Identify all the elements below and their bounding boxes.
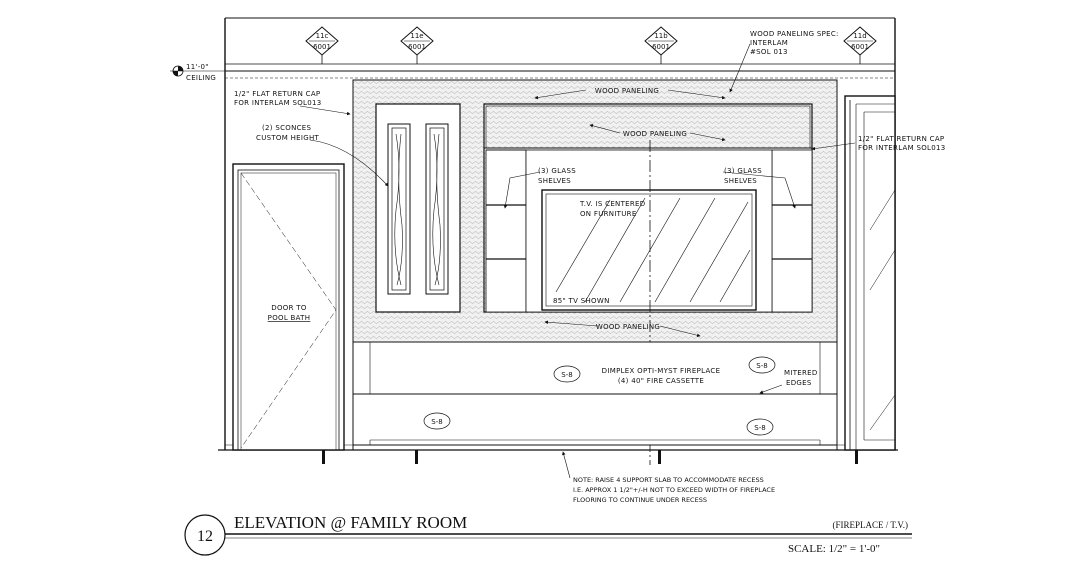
note-wood-paneling-bottom: WOOD PANELING [596,323,660,331]
marker-4-top: 11d [853,32,866,40]
ceiling-marker: 11'-0" CEILING [170,63,225,82]
note-sconces-2: CUSTOM HEIGHT [256,134,320,142]
marker-3-bottom: 6001 [652,43,670,51]
tag-s8-2: S-8 [756,362,767,370]
note-wood-spec-2: INTERLAM [750,39,788,47]
title-block: 12 ELEVATION @ FAMILY ROOM (FIREPLACE / … [184,513,912,556]
marker-4-bottom: 6001 [851,43,869,51]
note-wood-paneling-mid: WOOD PANELING [623,130,687,138]
note-sconces-1: (2) SCONCES [262,124,312,132]
leader-lines [299,43,856,479]
tag-s8-1: S-8 [561,371,572,379]
door-left [232,163,345,451]
note-glass-left-1: (3) GLASS [538,167,576,175]
note-flat-cap-left-1: 1/2" FLAT RETURN CAP [234,90,320,98]
ceiling-lines [225,63,895,79]
note-fireplace-2: (4) 40" FIRE CASSETTE [618,377,704,385]
note-recess-1: NOTE: RAISE 4 SUPPORT SLAB TO ACCOMMODAT… [573,476,764,484]
note-recess-3: FLOORING TO CONTINUE UNDER RECESS [573,496,707,504]
legs [322,450,858,464]
annotations: WOOD PANELING SPEC: INTERLAM #SOL 013 1/… [234,30,946,504]
drawing-scale: SCALE: 1/2" = 1'-0" [788,543,880,555]
sconce-panel [375,103,461,313]
section-marker-2: 11e 6001 [400,26,434,64]
note-fireplace-1: DIMPLEX OPTI-MYST FIREPLACE [602,367,721,375]
note-door-2: POOL BATH [268,314,311,322]
note-flat-cap-right-2: FOR INTERLAM SOL013 [858,144,946,152]
note-tv-size: 85" TV SHOWN [553,297,610,305]
tag-s8-4: S-8 [754,424,765,432]
marker-1-bottom: 6001 [313,43,331,51]
note-glass-left-2: SHELVES [538,177,571,185]
section-marker-3: 11b 6001 [644,26,678,64]
marker-2-top: 11e [410,32,423,40]
marker-3-top: 11b [654,32,668,40]
note-tv-center-1: T.V. IS CENTERED [579,200,645,208]
note-wood-spec-1: WOOD PANELING SPEC: [750,30,839,38]
note-mitered-1: MITERED [784,369,818,377]
marker-2-bottom: 6001 [408,43,426,51]
note-tv-center-2: ON FURNITURE [580,210,637,218]
door-right [844,95,896,451]
marker-1-top: 11c [316,32,329,40]
note-door-1: DOOR TO [271,304,307,312]
drawing-title: ELEVATION @ FAMILY ROOM [234,513,467,532]
note-flat-cap-left-2: FOR INTERLAM SOL013 [234,99,322,107]
note-mitered-2: EDGES [786,379,812,387]
drawing-number: 12 [197,528,213,545]
section-marker-1: 11c 6001 [305,26,339,64]
note-wood-spec-3: #SOL 013 [750,48,788,56]
section-marker-4: 11d 6001 [843,26,877,64]
note-glass-right-2: SHELVES [724,177,757,185]
ceiling-height: 11'-0" [186,63,209,71]
note-glass-right-1: (3) GLASS [724,167,762,175]
note-recess-2: I.E. APPROX 1 1/2"+/-H NOT TO EXCEED WID… [573,486,775,494]
note-wood-paneling-top: WOOD PANELING [595,87,659,95]
drawing-subtitle: (FIREPLACE / T.V.) [832,520,908,530]
note-flat-cap-right-1: 1/2" FLAT RETURN CAP [858,135,944,143]
tag-s8-3: S-8 [431,418,442,426]
material-tags: S-8 S-8 S-8 S-8 [423,356,776,436]
tv [541,189,757,311]
ceiling-label: CEILING [186,74,216,82]
